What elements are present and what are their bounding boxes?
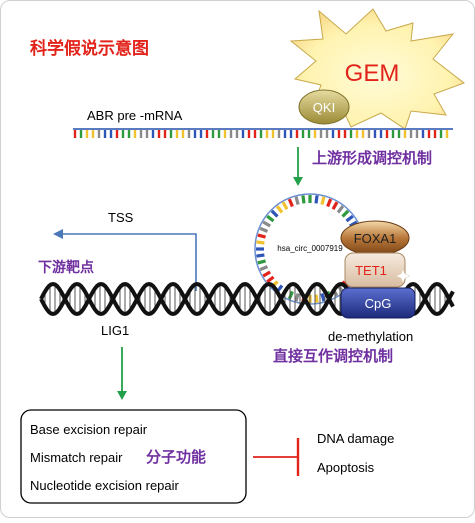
circrna-nucleotide [294, 196, 300, 205]
circrna-nucleotide [301, 195, 306, 204]
circrna-nucleotide [345, 214, 354, 223]
sparkle-icon [395, 268, 411, 284]
circrna-nucleotide [326, 198, 333, 208]
downstream-label: 下游靶点 [38, 259, 94, 276]
molecular-function-label: 分子功能 [146, 448, 206, 466]
circrna-nucleotide [266, 214, 275, 223]
upstream-label: 上游形成调控机制 [312, 149, 432, 167]
circrna-nucleotide [275, 205, 284, 214]
tet1-label: TET1 [355, 263, 387, 278]
circrna-nucleotide [256, 240, 265, 245]
outcome-dna-damage: DNA damage [317, 431, 394, 446]
cpg-box [340, 287, 416, 319]
repair-item-mismatch: Mismatch repair [30, 450, 123, 465]
circrna-nucleotide [336, 205, 345, 214]
circrna-nucleotide [259, 226, 269, 233]
circrna-nucleotide [262, 220, 271, 228]
circrna-nucleotide [314, 195, 319, 204]
circrna-nucleotide [314, 294, 319, 303]
outcome-apoptosis: Apoptosis [317, 460, 375, 475]
lig1-label: LIG1 [101, 323, 129, 338]
repair-item-base: Base excision repair [30, 422, 148, 437]
circrna-nucleotide [331, 201, 339, 210]
circrna-nucleotide [266, 275, 275, 284]
diagram-title: 科学假说示意图 [30, 38, 149, 59]
foxa1-label: FOXA1 [354, 231, 397, 246]
gem-label: GEM [345, 60, 400, 87]
interaction-label: 直接互作调控机制 [273, 347, 393, 365]
pre-mrna-label: ABR pre -mRNA [87, 108, 183, 123]
circrna-label: hsa_circ_0007919 [277, 244, 343, 253]
circrna-nucleotide [281, 201, 289, 210]
circrna-nucleotide [320, 196, 326, 205]
repair-box [20, 409, 247, 504]
circrna-nucleotide [259, 265, 269, 272]
pre-mrna-strand [73, 128, 453, 138]
tss-arrow [61, 233, 197, 291]
circrna-nucleotide [320, 293, 326, 302]
qki-label: QKI [313, 100, 335, 115]
demethylation-label: de-methylation [328, 329, 413, 344]
circrna-nucleotide [257, 259, 266, 265]
circrna-nucleotide [349, 220, 358, 228]
green-arrowhead-upstream [293, 177, 303, 186]
green-arrowhead-lig1 [117, 391, 127, 400]
tss-label: TSS [108, 210, 134, 225]
tss-arrowhead [53, 229, 63, 239]
circrna-nucleotide [341, 209, 350, 218]
circrna-nucleotide [270, 209, 279, 218]
circrna-nucleotide [287, 198, 294, 208]
qki-protein [298, 89, 350, 125]
tet1-protein [344, 252, 406, 288]
circrna-nucleotide [256, 253, 265, 258]
circrna-nucleotide [257, 233, 266, 239]
repair-item-nucleotide: Nucleotide excision repair [30, 478, 180, 493]
circrna-nucleotide [294, 293, 300, 302]
circrna-nucleotide [262, 270, 271, 278]
cpg-label: CpG [365, 296, 392, 311]
